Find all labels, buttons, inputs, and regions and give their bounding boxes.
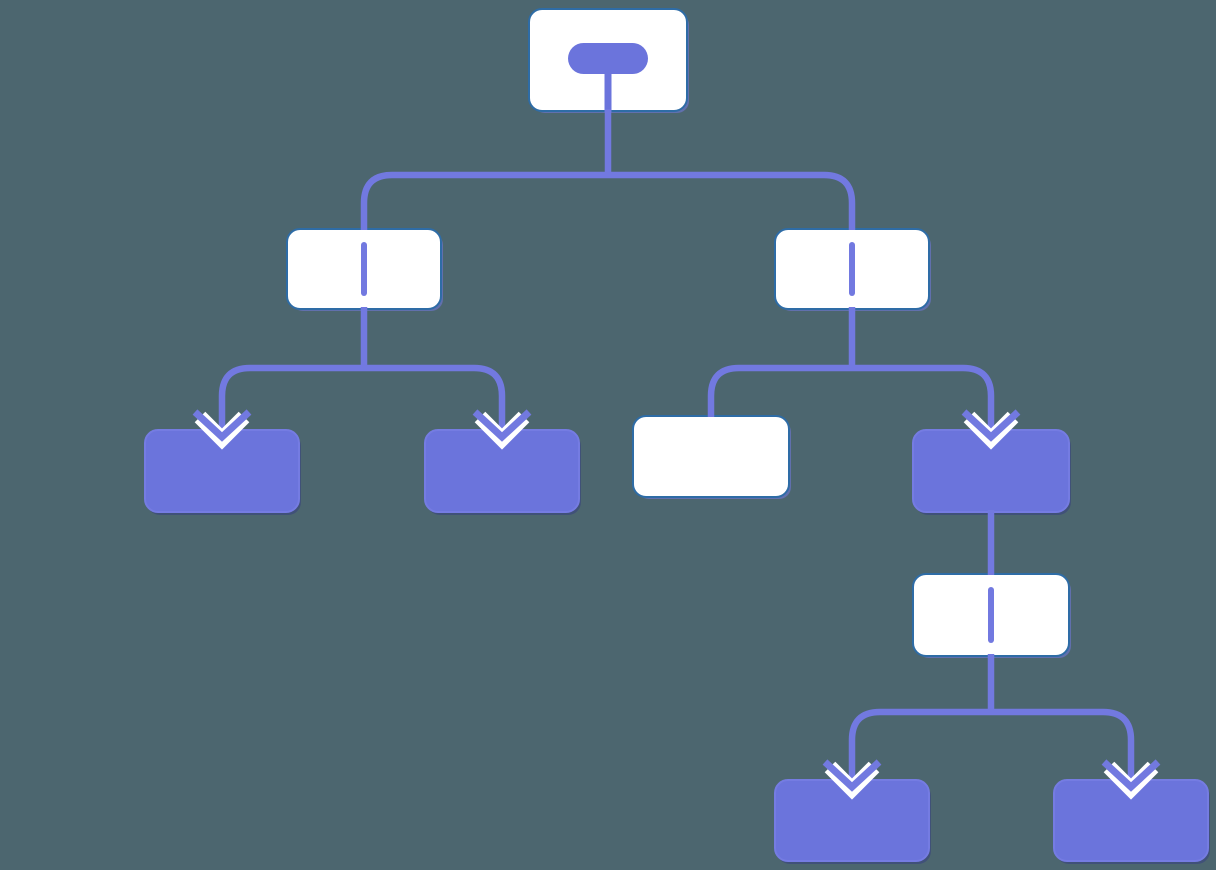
node-branch-lower[interactable] xyxy=(912,573,1070,657)
node-child-plain[interactable] xyxy=(632,415,790,498)
node-leaf-lower-2[interactable] xyxy=(1053,779,1209,862)
node-root[interactable] xyxy=(528,8,688,112)
connector-branch xyxy=(218,364,506,437)
connector-branch xyxy=(360,171,856,230)
divider-line-icon xyxy=(988,587,994,643)
divider-line-icon xyxy=(849,242,855,296)
divider-line-icon xyxy=(361,242,367,296)
node-branch-left[interactable] xyxy=(286,228,442,310)
title-stem-icon xyxy=(604,70,612,112)
node-child-solid[interactable] xyxy=(912,429,1070,513)
node-leaf-left-2[interactable] xyxy=(424,429,580,513)
node-branch-right[interactable] xyxy=(774,228,930,310)
node-leaf-lower-1[interactable] xyxy=(774,779,930,862)
title-pill-icon xyxy=(568,43,648,74)
node-leaf-left-1[interactable] xyxy=(144,429,300,513)
connector-branch xyxy=(848,708,1135,787)
